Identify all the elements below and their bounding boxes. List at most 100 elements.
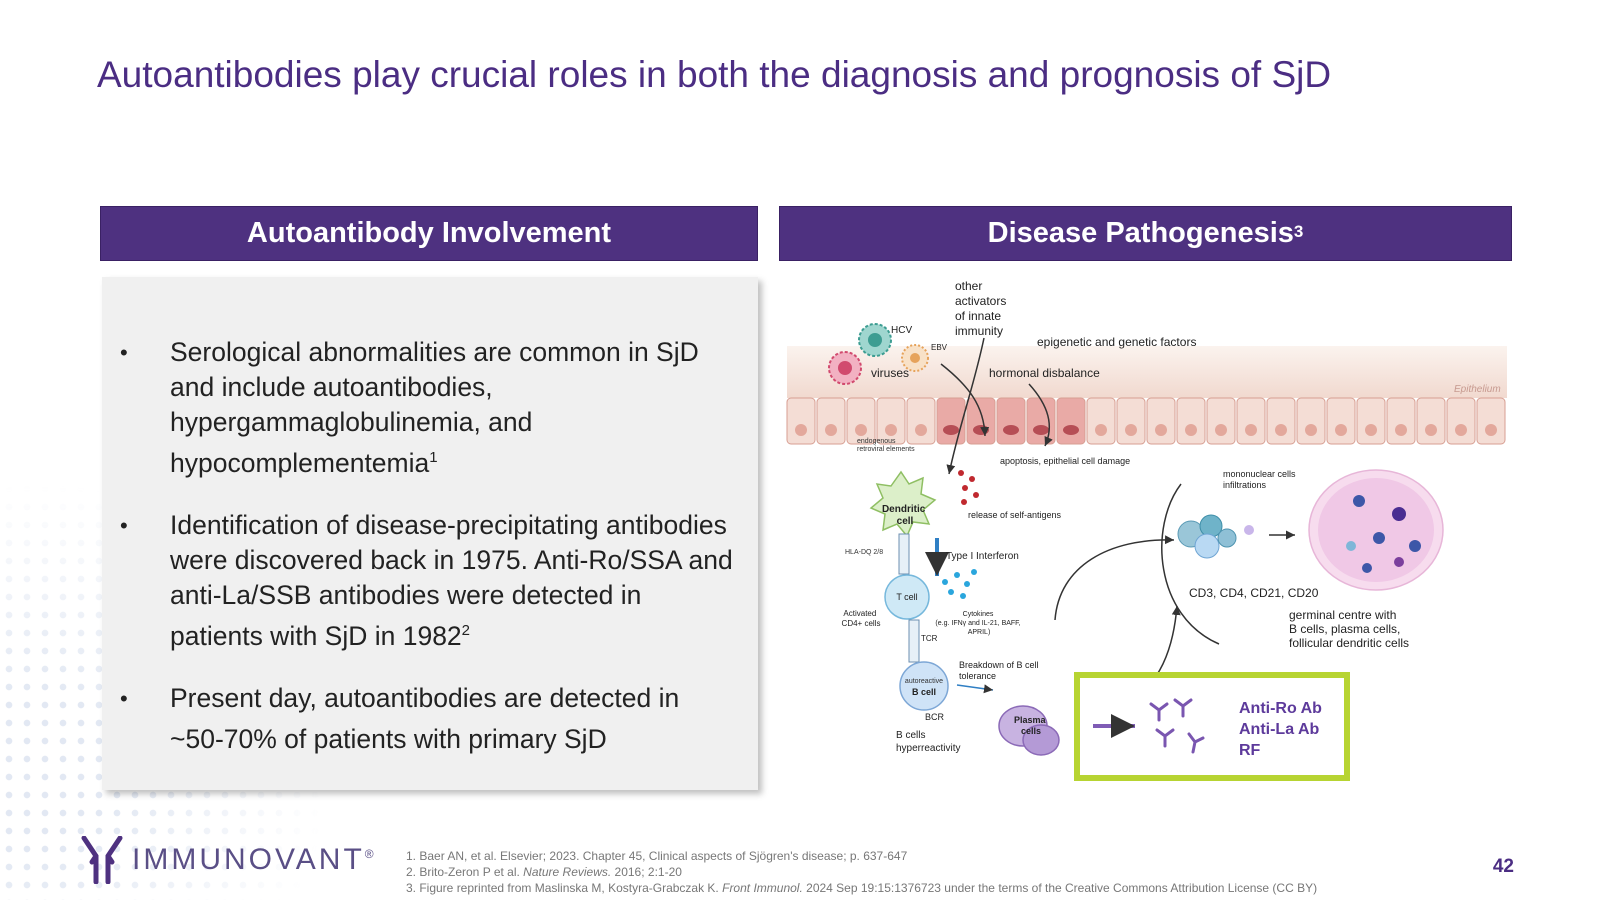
bullet-list: • Serological abnormalities are common in… (116, 335, 736, 783)
hormonal-arrow (1028, 383, 1053, 447)
bullet-text: Serological abnormalities are common in … (170, 337, 699, 478)
cell-nucleus (885, 424, 897, 436)
epithelial-cell (906, 397, 936, 445)
epithelial-cell (1266, 397, 1296, 445)
bullet-marker: • (120, 340, 128, 365)
epithelial-cell (966, 397, 996, 445)
epithelial-cell (1116, 397, 1146, 445)
epithelial-cell (936, 397, 966, 445)
hcv-label: HCV (891, 325, 912, 336)
endogenous-label: endogenous retroviral elements (857, 438, 915, 453)
hla-label: HLA-DQ 2/8 (845, 549, 883, 556)
tcr-label: TCR (921, 634, 938, 643)
cell-nucleus (973, 425, 989, 435)
cell-nucleus (1365, 424, 1377, 436)
cell-nucleus (1185, 424, 1197, 436)
self-antigens-label: release of self-antigens (968, 510, 1062, 520)
ebv-label: EBV (931, 343, 948, 352)
viruses-label: viruses (871, 366, 909, 380)
epithelial-cell (1446, 397, 1476, 445)
cell-nucleus (1275, 424, 1287, 436)
plasma-cell-icon (1022, 724, 1060, 756)
epithelial-cell (1236, 397, 1266, 445)
bullet-item: • Identification of disease-precipitating… (116, 508, 736, 654)
cell-nucleus (1395, 424, 1407, 436)
epithelial-cell (1056, 397, 1086, 445)
cell-nucleus (1425, 424, 1437, 436)
page-number: 42 (1492, 856, 1514, 877)
hormonal-label: hormonal disbalance (989, 366, 1100, 380)
epithelial-cell (1086, 397, 1116, 445)
epithelial-cell (876, 397, 906, 445)
reference-1: 1. Baer AN, et al. Elsevier; 2023. Chapt… (406, 849, 908, 863)
b-cell-icon (899, 661, 949, 711)
cell-nucleus (915, 424, 927, 436)
epithelial-cell (1326, 397, 1356, 445)
virus-arrow (940, 363, 990, 437)
bullet-item: •Present day, autoantibodies are detecte… (116, 681, 736, 757)
epithelial-cell (1206, 397, 1236, 445)
left-header-label: Autoantibody Involvement (246, 217, 612, 249)
cell-nucleus (1003, 425, 1019, 435)
epithelial-cell (1176, 397, 1206, 445)
activated-cd4-label: Activated CD4+ cells (842, 609, 881, 628)
dendritic-cell-icon (869, 470, 937, 538)
cell-nucleus (1155, 424, 1167, 436)
germinal-centre-label: germinal centre with B cells, plasma cel… (1289, 608, 1409, 650)
reference-2: 2. Brito-Zeron P et al. Nature Reviews. … (406, 865, 682, 879)
cell-nucleus (1215, 424, 1227, 436)
autoreactive-label: autoreactive (905, 678, 943, 685)
epithelial-cell (1416, 397, 1446, 445)
epithelial-cell (846, 397, 876, 445)
type1-interferon-label: Type I Interferon (946, 551, 1019, 562)
cell-nucleus (825, 424, 837, 436)
cytokine-dots (942, 569, 977, 599)
cell-nucleus (1125, 424, 1137, 436)
mononuclear-cell-cluster-icon (1177, 514, 1254, 559)
germinal-centre-icon (1308, 469, 1444, 591)
brand-name: IMMUNOVANT® (132, 843, 374, 876)
right-header-label: Disease Pathogenesis (987, 217, 1294, 249)
references: 1. Baer AN, et al. Elsevier; 2023. Chapt… (406, 848, 1317, 896)
bullet-text: Identification of disease-precipitating … (170, 509, 733, 651)
cell-nucleus (1335, 424, 1347, 436)
registered-mark: ® (364, 847, 374, 861)
cell-nucleus (1455, 424, 1467, 436)
antibody-logo-icon (81, 836, 123, 884)
pathogenesis-diagram: Epithelium HCV EBV viruses other activat… (779, 276, 1514, 788)
b-cell-label: B cell (912, 687, 936, 697)
tolerance-arrow (956, 684, 994, 694)
hcv-virus-icon (858, 323, 892, 357)
plasma-cells-label: Plasma cells (1014, 715, 1048, 736)
tcr-receptor (908, 619, 920, 663)
ebv-virus-icon (901, 344, 929, 372)
epithelial-cell (1356, 397, 1386, 445)
slide-title: Autoantibodies play crucial roles in bot… (97, 54, 1332, 95)
epithelial-cell (1386, 397, 1416, 445)
activator-arrow (946, 337, 985, 475)
epigenetic-label: epigenetic and genetic factors (1037, 335, 1196, 349)
epithelial-cell-row (786, 397, 1506, 445)
cell-nucleus (943, 425, 959, 435)
other-activators-label: other activators of innate immunity (955, 279, 1010, 338)
t-cell-label: T cell (896, 592, 917, 602)
antibody-list: Anti-Ro Ab Anti-La Ab RF (1239, 700, 1326, 759)
cell-nucleus (1485, 424, 1497, 436)
apoptosis-label: apoptosis, epithelial cell damage (1000, 456, 1130, 466)
cell-nucleus (795, 424, 807, 436)
bullet-marker: • (120, 512, 128, 538)
infiltration-arrow (1054, 535, 1175, 621)
bullet-superscript: 1 (429, 449, 438, 466)
epithelium-label: Epithelium (1454, 384, 1501, 395)
mononuclear-label: mononuclear cells infiltrations (1223, 469, 1298, 490)
immunovant-logo: IMMUNOVANT® (80, 836, 374, 884)
cell-nucleus (1063, 425, 1079, 435)
reference-3: 3. Figure reprinted from Maslinska M, Ko… (406, 881, 1318, 895)
bullet-item: • Serological abnormalities are common in… (116, 335, 736, 481)
cytokines-label: Cytokines (e.g. IFNγ and IL-21, BAFF, AP… (935, 611, 1022, 636)
cell-nucleus (1245, 424, 1257, 436)
virus-icon (828, 351, 862, 385)
t-cell-icon (884, 574, 930, 620)
autoantibody-panel: • Serological abnormalities are common in… (102, 277, 758, 790)
